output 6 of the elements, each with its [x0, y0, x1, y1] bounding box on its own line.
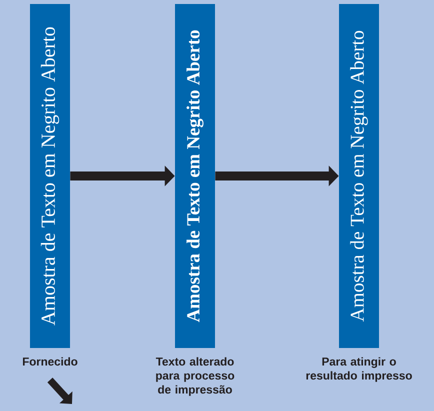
- text-bar: Amostra de Texto em Negrito Aberto: [30, 4, 70, 348]
- text-bar: Amostra de Texto em Negrito Aberto: [339, 4, 379, 348]
- node-label: Texto alterado para processo de impressão: [156, 357, 234, 396]
- node-label: Fornecido: [22, 357, 78, 366]
- text-bar: Amostra de Texto em Negrito Aberto: [175, 4, 215, 348]
- node-label: Para atingir o resultado impresso: [306, 357, 412, 382]
